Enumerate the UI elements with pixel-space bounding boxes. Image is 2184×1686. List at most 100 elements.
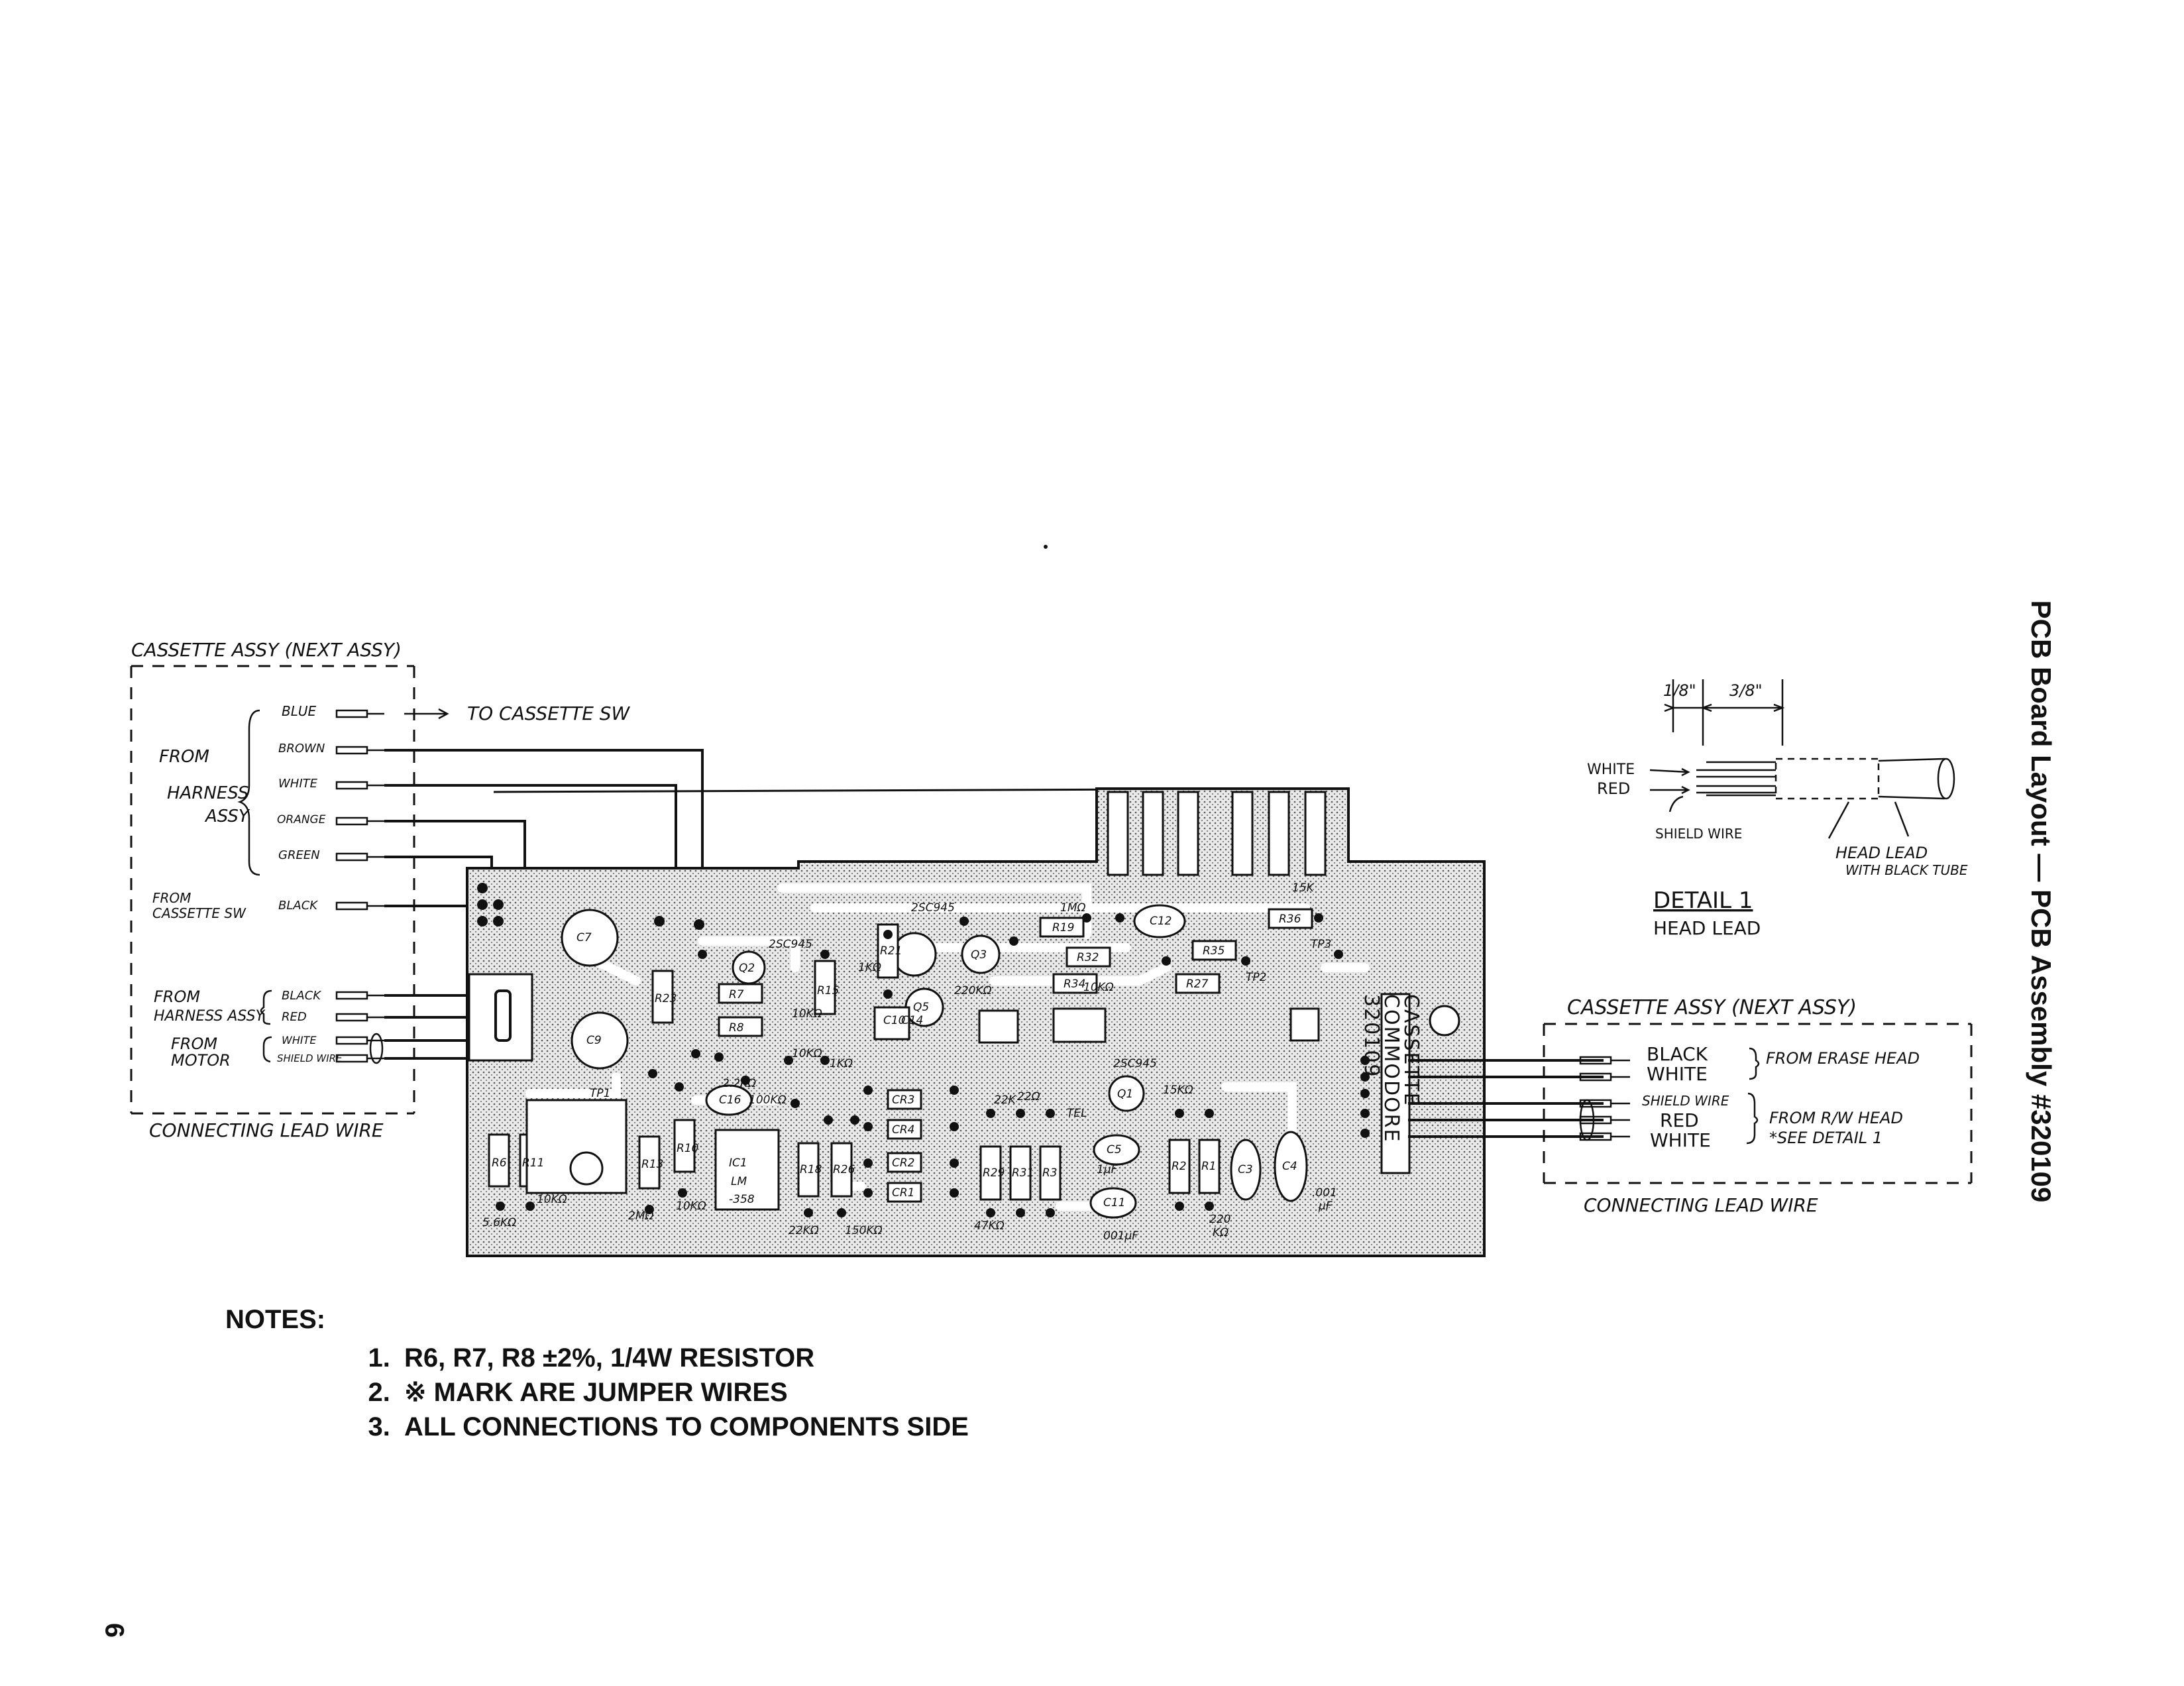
shield-wire-label: SHIELD WIRE — [277, 1052, 343, 1064]
label-r31: R31 — [1012, 1166, 1034, 1180]
label-r32: R32 — [1077, 951, 1099, 964]
label-r6: R6 — [492, 1156, 507, 1170]
label-r34: R34 — [1064, 978, 1085, 991]
white-label: WHITE — [282, 1034, 317, 1046]
label-q3: Q3 — [971, 948, 987, 962]
right-red-label: RED — [1660, 1109, 1699, 1131]
label-c16: C16 — [719, 1094, 741, 1107]
left-connection-panel: CASSETTE ASSY (NEXT ASSY) FROM HARNESS A… — [130, 639, 631, 1141]
from-erase-head-label: FROM ERASE HEAD — [1766, 1049, 1920, 1068]
right-connecting-lead-wire: CONNECTING LEAD WIRE — [1584, 1194, 1818, 1216]
label-c5: C5 — [1107, 1143, 1122, 1156]
value-1: 10KΩ — [537, 1193, 567, 1206]
page-number: 6 — [99, 1622, 129, 1638]
label-r10: R10 — [677, 1142, 698, 1155]
label-cr1: CR1 — [892, 1186, 915, 1200]
from-harness-assy-2: FROM — [154, 987, 200, 1006]
value-7: 001µF — [1103, 1229, 1138, 1243]
to-cassette-sw-label: TO CASSETTE SW — [467, 702, 631, 724]
right-shield-wire-label: SHIELD WIRE — [1642, 1093, 1729, 1109]
component-labels: R6 R11 R13 R10 R23 R7 R8 R15 R18 R26 R21… — [482, 881, 1337, 1243]
page-title: PCB Board Layout — PCB Assembly #320109 — [2026, 600, 2057, 1203]
label-r15: R15 — [817, 984, 839, 997]
value-12: 10KΩ — [792, 1007, 822, 1021]
value-30: 10KΩ — [1083, 981, 1114, 994]
label-r1: R1 — [1201, 1160, 1217, 1173]
label-r21: R21 — [880, 944, 902, 958]
label-ic-lm: LM — [731, 1175, 747, 1188]
label-c12: C12 — [1150, 915, 1172, 928]
resistor-group — [488, 908, 1313, 1201]
right-white-label-2: WHITE — [1650, 1129, 1711, 1151]
from-cassette-sw-2: CASSETTE SW — [152, 905, 246, 921]
note-item-2: ※ MARK ARE JUMPER WIRES — [398, 1375, 969, 1410]
label-c14: C14 — [901, 1014, 924, 1027]
right-connection-panel: CASSETTE ASSY (NEXT ASSY) BLACK WHITE FR… — [1543, 996, 1973, 1216]
right-black-label: BLACK — [1647, 1043, 1708, 1065]
detail-dim-2: 3/8" — [1729, 681, 1763, 700]
from-motor-2: MOTOR — [171, 1051, 231, 1070]
label-r13: R13 — [641, 1158, 663, 1171]
label-q5: Q5 — [913, 1001, 929, 1014]
label-r2: R2 — [1172, 1160, 1187, 1173]
wire-white-label: WHITE — [278, 777, 318, 791]
wire-brown-label: BROWN — [278, 742, 325, 756]
right-white-label: WHITE — [1647, 1063, 1708, 1085]
label-cr2: CR2 — [892, 1156, 915, 1170]
value-11: µF — [1318, 1200, 1333, 1213]
detail-1: 1/8" 3/8" — [1587, 679, 1968, 939]
value-31: 2.2KΩ — [722, 1077, 756, 1090]
label-q1: Q1 — [1117, 1088, 1133, 1101]
note-item-1: R6, R7, R8 ±2%, 1/4W RESISTOR — [398, 1341, 969, 1375]
pcb-board: R6 R11 R13 R10 R23 R7 R8 R15 R18 R26 R21… — [466, 787, 1486, 1257]
value-3: 10KΩ — [676, 1200, 706, 1213]
detail-white-label: WHITE — [1587, 761, 1635, 778]
label-q2: Q2 — [739, 962, 755, 975]
from-cassette-sw-1: FROM — [152, 890, 191, 906]
board-marking-cassette: CASSETTE — [1399, 994, 1423, 1107]
label-cr3: CR3 — [892, 1094, 915, 1107]
label-ic-358: -358 — [729, 1193, 755, 1206]
value-32: 100KΩ — [749, 1094, 787, 1107]
value-6: 47KΩ — [974, 1219, 1005, 1233]
board-marking-commodore: COMMODORE — [1380, 994, 1403, 1143]
harness-assy-2-label: HARNESS ASSY — [154, 1008, 266, 1025]
value-29: 1µF — [1097, 1163, 1118, 1176]
value-19: 10KΩ — [792, 1047, 822, 1060]
label-c9: C9 — [586, 1034, 602, 1047]
black-label-2: BLACK — [282, 989, 321, 1003]
right-panel-title: CASSETTE ASSY (NEXT ASSY) — [1567, 996, 1857, 1019]
value-9: KΩ — [1213, 1226, 1228, 1239]
label-c11: C11 — [1103, 1196, 1126, 1209]
label-c4: C4 — [1282, 1160, 1297, 1173]
value-25: TP3 — [1311, 938, 1331, 951]
label-c10: C10 — [883, 1014, 906, 1027]
label-r18: R18 — [800, 1163, 822, 1176]
red-label: RED — [282, 1010, 307, 1024]
from-harness-label-1: FROM — [159, 747, 209, 767]
black-label-1: BLACK — [278, 899, 318, 913]
label-r26: R26 — [833, 1163, 855, 1176]
value-21: 15K — [1292, 881, 1315, 895]
value-22: 22Ω — [1017, 1090, 1040, 1103]
value-2: 2MΩ — [628, 1209, 653, 1223]
value-4: 22KΩ — [789, 1224, 819, 1237]
value-5: 150KΩ — [845, 1224, 883, 1237]
value-15: 15KΩ — [1163, 1084, 1193, 1097]
value-14: 22K — [994, 1094, 1017, 1107]
from-motor-1: FROM — [171, 1035, 217, 1053]
label-r8: R8 — [729, 1021, 744, 1035]
value-13: 1KΩ — [830, 1057, 853, 1070]
label-cr4: CR4 — [892, 1123, 915, 1137]
value-28: TEL — [1067, 1107, 1087, 1120]
harness-label: HARNESS — [167, 783, 248, 803]
value-16: 2SC945 — [911, 901, 955, 915]
value-10: .001 — [1312, 1186, 1337, 1200]
label-r3: R3 — [1042, 1166, 1058, 1180]
label-c7: C7 — [576, 931, 592, 944]
value-24: 220KΩ — [954, 984, 992, 997]
label-r23: R23 — [655, 992, 677, 1005]
note-item-3: ALL CONNECTIONS TO COMPONENTS SIDE — [398, 1410, 969, 1444]
value-8: 220 — [1209, 1213, 1230, 1226]
